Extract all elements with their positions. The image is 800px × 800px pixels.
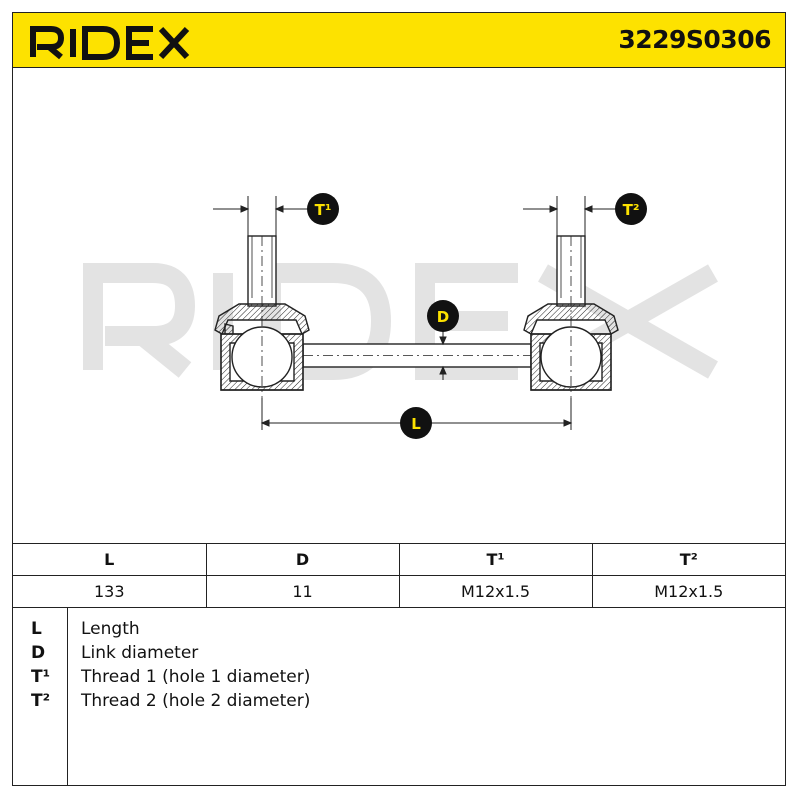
label-l-text: L	[411, 415, 421, 433]
part-number: 3229S0306	[618, 25, 771, 54]
legend: L Length D Link diameter T¹ Thread 1 (ho…	[13, 607, 785, 785]
legend-description: Link diameter	[81, 643, 199, 663]
label-t2: T²	[615, 193, 647, 225]
legend-symbol: L	[31, 619, 42, 639]
diagram-area: T¹ T² D L	[13, 68, 785, 543]
header-bar: 3229S0306	[13, 13, 785, 68]
label-l: L	[400, 407, 432, 439]
legend-symbol: D	[31, 643, 46, 663]
legend-description: Length	[81, 619, 140, 639]
spec-value-l: 133	[13, 575, 207, 608]
legend-divider	[67, 607, 69, 785]
spec-table-header-row: L D T¹ T²	[13, 543, 785, 576]
spec-value-d: 11	[205, 575, 400, 608]
spec-header-d: D	[205, 543, 400, 576]
label-t1-text: T¹	[315, 201, 332, 219]
ball-joint-left	[214, 235, 310, 398]
legend-description: Thread 2 (hole 2 diameter)	[81, 691, 311, 711]
link-rod	[302, 343, 532, 368]
legend-item: L Length	[13, 619, 785, 643]
legend-item: T¹ Thread 1 (hole 1 diameter)	[13, 667, 785, 691]
label-d-text: D	[437, 308, 449, 326]
spec-header-l: L	[13, 543, 207, 576]
spec-value-t1: M12x1.5	[398, 575, 593, 608]
datasheet-frame: 3229S0306	[12, 12, 786, 786]
legend-description: Thread 1 (hole 1 diameter)	[81, 667, 311, 687]
legend-item: D Link diameter	[13, 643, 785, 667]
legend-symbol: T²	[31, 691, 51, 711]
spec-table: L D T¹ T² 133 11 M12x1.5 M12x1.5	[13, 543, 785, 608]
legend-item: T² Thread 2 (hole 2 diameter)	[13, 691, 785, 715]
label-t2-text: T²	[623, 201, 640, 219]
ball-joint-right	[523, 235, 619, 398]
spec-header-t2: T²	[591, 543, 785, 576]
spec-header-t1: T¹	[398, 543, 593, 576]
label-d: D	[427, 300, 459, 332]
ridex-logo	[30, 26, 190, 60]
stabiliser-link-drawing: T¹ T² D L	[83, 193, 718, 439]
legend-symbol: T¹	[31, 667, 51, 687]
spec-value-t2: M12x1.5	[591, 575, 785, 608]
label-t1: T¹	[307, 193, 339, 225]
spec-table-value-row: 133 11 M12x1.5 M12x1.5	[13, 575, 785, 608]
